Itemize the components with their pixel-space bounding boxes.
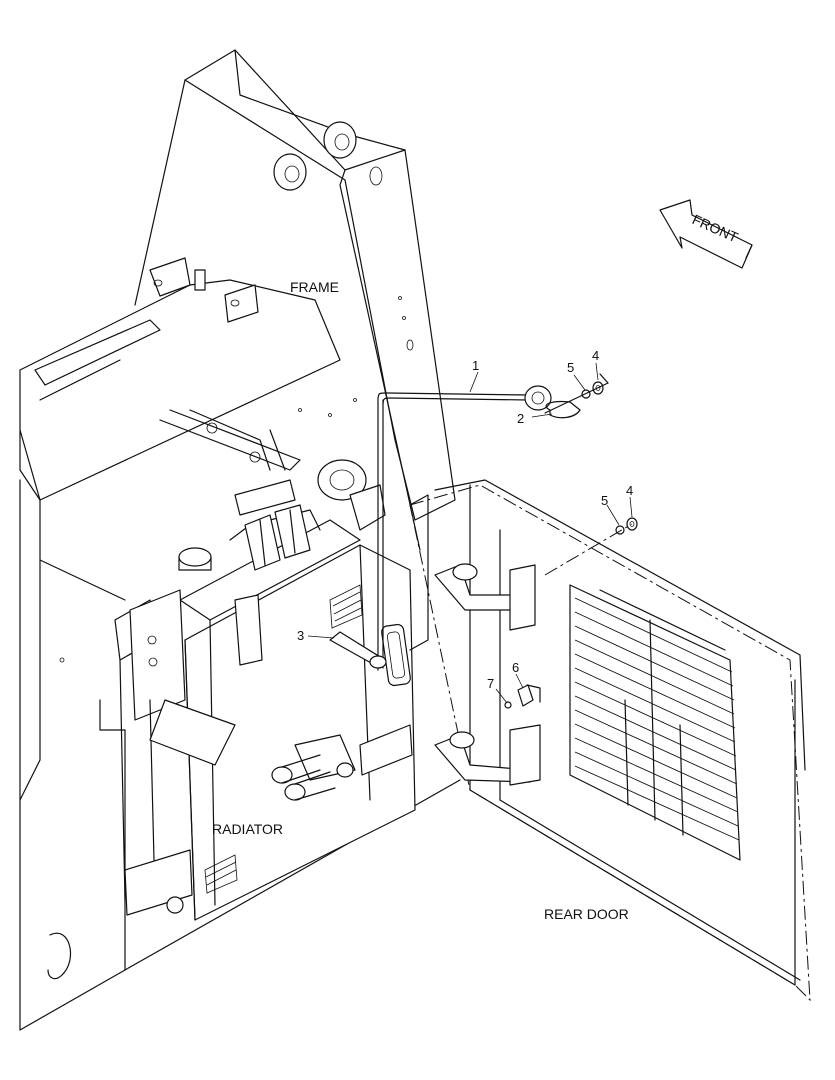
callout-6: 6 — [512, 660, 519, 675]
front-arrow: FRONT — [659, 199, 753, 269]
hook — [47, 932, 72, 980]
leader-lines — [307, 362, 633, 704]
frame-structure — [19, 49, 461, 1031]
callout-7: 7 — [487, 676, 494, 691]
callout-4-top: 4 — [592, 348, 599, 363]
callout-3: 3 — [297, 628, 304, 643]
rear-door — [409, 479, 811, 1002]
lock-6 — [517, 684, 534, 707]
rear-door-label: REAR DOOR — [544, 906, 629, 922]
hardware-mid — [544, 517, 638, 576]
callout-5-top: 5 — [567, 360, 574, 375]
pipe-flange — [234, 459, 386, 531]
radiator — [114, 459, 416, 921]
handle-slot — [381, 623, 411, 687]
screw-7 — [504, 701, 512, 709]
clip-2 — [545, 400, 581, 419]
prop-rod — [377, 385, 552, 671]
boss-hole — [273, 153, 307, 191]
frame-label: FRAME — [290, 279, 339, 295]
callout-1: 1 — [472, 358, 479, 373]
callout-5-mid: 5 — [601, 493, 608, 508]
mesh-patch — [204, 584, 363, 894]
hose-outlet — [271, 734, 356, 801]
radiator-label: RADIATOR — [212, 821, 283, 837]
hardware-top — [544, 373, 609, 414]
radiator-cap — [178, 547, 212, 567]
callout-4-mid: 4 — [626, 483, 633, 498]
callout-2: 2 — [517, 411, 524, 426]
door-grille — [569, 584, 741, 861]
